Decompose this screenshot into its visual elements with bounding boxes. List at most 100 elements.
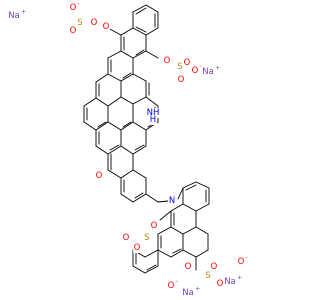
atom-label-background xyxy=(176,62,184,72)
bond-line xyxy=(182,226,197,235)
atom-symbol: S xyxy=(205,271,210,281)
atom-charge: + xyxy=(195,286,200,293)
bond-line xyxy=(135,49,145,56)
atom-symbol: H xyxy=(150,115,156,125)
bond-line xyxy=(83,97,97,107)
atom-label-background xyxy=(167,281,175,291)
atom-symbol: O xyxy=(70,3,77,13)
atom-label-background xyxy=(76,18,84,28)
atom-nitrogen: NH xyxy=(146,108,160,118)
bond-line xyxy=(145,96,159,107)
bond-line xyxy=(107,121,122,131)
bond-line xyxy=(144,265,159,274)
bond-line xyxy=(145,4,159,13)
atom-symbol: S xyxy=(144,233,149,243)
atom-sodium: Na+ xyxy=(7,9,26,21)
atom-symbol: O xyxy=(96,171,103,181)
atom-label-background xyxy=(69,26,77,36)
atom-symbol: O xyxy=(164,56,171,66)
atom-symbol: O xyxy=(178,75,185,85)
atom-symbol: O xyxy=(238,257,245,267)
atom-symbol: O xyxy=(91,18,98,28)
atom-charge: - xyxy=(175,279,177,286)
atom-symbol: O xyxy=(184,58,191,68)
atom-label-background xyxy=(163,56,171,66)
bond-line xyxy=(132,265,146,274)
bond-line xyxy=(122,121,132,128)
atom-symbol: O xyxy=(123,233,130,243)
atom-symbol: NH xyxy=(147,108,160,118)
atom-symbol: O xyxy=(151,221,158,231)
atom-label-background xyxy=(102,22,110,32)
bond-line xyxy=(122,72,132,79)
bond-line xyxy=(195,226,209,235)
bond-line xyxy=(95,121,109,131)
atom-sulfur: S xyxy=(143,233,151,243)
atom-label-background xyxy=(216,279,224,289)
atom-symbol: O xyxy=(211,262,218,272)
atom-label-background xyxy=(95,171,103,181)
atom-charge: + xyxy=(215,65,220,72)
bond-line xyxy=(132,4,147,13)
atom-label-background xyxy=(69,3,77,13)
atom-oxygen: O xyxy=(177,75,185,85)
atom-oxygen: O xyxy=(90,18,98,28)
bond-line xyxy=(159,210,172,221)
bond-line xyxy=(132,96,147,105)
atom-sulfur: S xyxy=(176,62,184,72)
bond-line xyxy=(135,26,147,33)
atom-label-background xyxy=(237,257,245,267)
atom-symbol: O xyxy=(217,279,224,289)
bond-line xyxy=(120,145,134,155)
atom-charge: - xyxy=(77,1,79,8)
bond-line xyxy=(145,50,159,59)
bond-line xyxy=(135,7,147,15)
atom-symbol: S xyxy=(177,62,182,72)
atom-label-background xyxy=(184,262,192,272)
bond-line xyxy=(182,249,197,258)
bond-line xyxy=(172,248,182,254)
bond-line xyxy=(144,249,159,258)
atom-symbol: O xyxy=(185,262,192,272)
atom-sodium: Na+ xyxy=(181,286,200,298)
bond-line xyxy=(107,50,122,59)
atom-sodium: Na+ xyxy=(201,65,220,77)
atom-sulfur: S xyxy=(204,271,212,281)
bond-line xyxy=(145,193,159,203)
atom-oxygen: O xyxy=(122,233,130,243)
atom-symbol: O xyxy=(70,26,77,36)
bond-line xyxy=(132,193,147,203)
bond-line xyxy=(120,27,134,36)
atom-oxygen: O- xyxy=(167,279,178,291)
bond-line xyxy=(195,181,210,189)
bond-line xyxy=(95,73,109,83)
atom-oxygen: O xyxy=(216,279,224,289)
atom-label-background xyxy=(143,233,151,243)
bond-line xyxy=(195,249,209,258)
bond-line xyxy=(182,181,197,189)
bond-line xyxy=(120,96,134,105)
atom-oxygen: O xyxy=(184,262,192,272)
bond-line xyxy=(83,121,97,131)
atom-oxygen: O xyxy=(102,22,110,32)
bond-line xyxy=(145,27,159,36)
bond-line xyxy=(132,145,147,155)
bond-line xyxy=(177,187,184,200)
bond-line xyxy=(120,73,134,82)
atom-oxygen: O- xyxy=(69,1,80,13)
bond-line xyxy=(107,73,122,82)
atom-nitrogen: H xyxy=(149,115,157,125)
atom-label-background xyxy=(150,221,158,231)
bond-line xyxy=(170,226,184,235)
atom-charge: - xyxy=(199,64,201,71)
atom-symbol: S xyxy=(77,18,82,28)
atom-oxygen: O xyxy=(163,56,171,66)
atom-label-background xyxy=(191,66,199,76)
bond-line xyxy=(157,249,172,258)
atom-charge: - xyxy=(245,255,247,262)
atom-label-background xyxy=(204,271,212,281)
atom-label-background xyxy=(223,277,237,287)
bond-line xyxy=(146,264,157,271)
